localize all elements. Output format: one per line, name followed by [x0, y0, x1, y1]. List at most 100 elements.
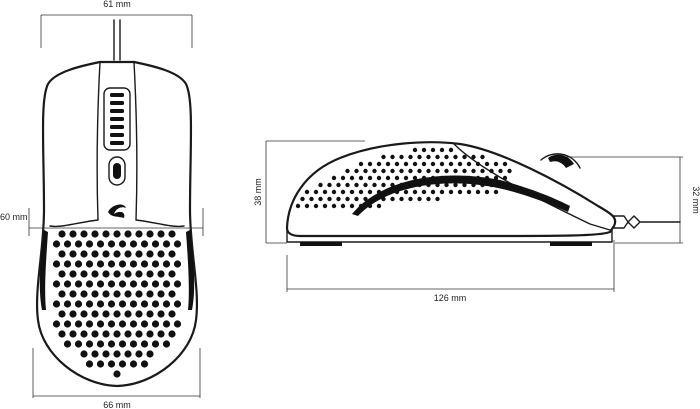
- grip-width-label: 60 mm: [0, 212, 28, 222]
- perforation-hole: [140, 280, 149, 288]
- perforation-hole: [507, 168, 512, 174]
- perforation-hole: [426, 196, 431, 202]
- perforation-hole: [124, 330, 132, 338]
- perforation-hole: [376, 189, 382, 195]
- perforation-hole: [146, 350, 154, 358]
- perforation-hole: [80, 330, 88, 338]
- perforation-hole: [439, 189, 445, 195]
- scroll-wheel-side: [540, 153, 581, 169]
- perforation-hole: [135, 230, 143, 238]
- perforation-hole: [358, 161, 364, 167]
- perforation-hole: [69, 330, 77, 338]
- perforation-hole: [417, 196, 422, 202]
- perforation-hole: [336, 182, 341, 188]
- perforation-hole: [113, 330, 121, 338]
- perforation-hole: [102, 230, 110, 238]
- perforation-hole: [113, 370, 121, 378]
- perforation-hole: [118, 260, 127, 268]
- perforation-hole: [376, 203, 382, 209]
- perforation-hole: [498, 168, 503, 174]
- side-height-label: 38 mm: [253, 178, 263, 206]
- side-grip-slot: [352, 175, 570, 216]
- perforation-hole: [102, 290, 110, 298]
- perforation-hole: [475, 189, 481, 195]
- perforation-hole: [457, 189, 463, 195]
- perforation-hole: [168, 230, 176, 238]
- perforation-hole: [135, 270, 143, 278]
- perforation-hole: [421, 189, 427, 195]
- perforation-hole: [168, 250, 176, 258]
- perforation-hole: [318, 196, 323, 202]
- perforation-hole: [457, 175, 463, 181]
- perforation-hole: [412, 189, 418, 195]
- top-width-dimension: 61 mm: [40, 0, 193, 48]
- perforation-hole: [372, 196, 377, 202]
- perforation-hole: [390, 154, 395, 160]
- perforation-hole: [91, 270, 99, 278]
- perforation-hole: [162, 320, 171, 328]
- perforation-hole: [390, 196, 395, 202]
- perforation-hole: [58, 290, 66, 298]
- perforation-hole: [118, 360, 127, 368]
- perforation-hole: [135, 310, 143, 318]
- perforation-hole: [91, 290, 99, 298]
- perforation-hole: [295, 203, 301, 209]
- bottom-width-dimension: 66 mm: [32, 348, 201, 409]
- perforation-hole: [157, 230, 165, 238]
- perforation-hole: [367, 189, 373, 195]
- perforation-hole: [309, 196, 314, 202]
- perforation-hole: [399, 154, 404, 160]
- perforation-hole: [399, 182, 404, 188]
- perforation-hole: [107, 260, 116, 268]
- perforation-hole: [102, 350, 110, 358]
- perforation-hole: [489, 182, 494, 188]
- perforation-hole: [331, 203, 337, 209]
- perforation-hole: [74, 280, 83, 288]
- perforation-hole: [129, 360, 138, 368]
- perforation-hole: [157, 290, 165, 298]
- perforation-hole: [345, 182, 350, 188]
- perforation-hole: [475, 175, 481, 181]
- perforation-hole: [107, 320, 116, 328]
- perforation-hole: [96, 280, 105, 288]
- perforation-hole: [466, 189, 472, 195]
- perforation-hole: [439, 147, 445, 153]
- perforation-hole: [124, 290, 132, 298]
- perforation-hole: [91, 330, 99, 338]
- perforation-hole: [439, 161, 445, 167]
- foot-left: [300, 242, 342, 246]
- perforation-hole: [480, 182, 485, 188]
- perforation-hole: [439, 175, 445, 181]
- perforation-hole: [113, 270, 121, 278]
- perforation-hole: [390, 168, 395, 174]
- perforation-hole: [173, 240, 182, 248]
- mouse-body-side: [285, 141, 617, 238]
- perforation-hole: [173, 260, 182, 268]
- perforation-hole: [435, 168, 440, 174]
- perforation-hole: [304, 203, 310, 209]
- perforation-hole: [124, 350, 132, 358]
- perforation-hole: [448, 189, 454, 195]
- perforation-hole: [173, 280, 182, 288]
- left-side-grip: [39, 230, 48, 310]
- perforation-hole: [448, 161, 454, 167]
- perforation-hole: [135, 350, 143, 358]
- perforation-hole: [403, 161, 409, 167]
- perforation-hole: [102, 310, 110, 318]
- perforation-hole: [74, 320, 83, 328]
- side-view: 38 mm 32 mm 126 mm: [253, 140, 700, 303]
- right-side-grip: [186, 230, 195, 310]
- perforation-hole: [102, 250, 110, 258]
- perforation-hole: [426, 168, 431, 174]
- perforation-hole: [168, 330, 176, 338]
- perforation-hole: [358, 175, 364, 181]
- perforation-hole: [363, 182, 368, 188]
- perforation-hole: [471, 182, 476, 188]
- perforation-hole: [453, 168, 458, 174]
- perforation-hole: [151, 320, 160, 328]
- perforation-hole: [107, 280, 116, 288]
- perforation-hole: [345, 196, 350, 202]
- perforation-hole: [107, 300, 116, 308]
- perforation-hole: [135, 290, 143, 298]
- grip-width-dimension: 60 mm: [0, 208, 204, 236]
